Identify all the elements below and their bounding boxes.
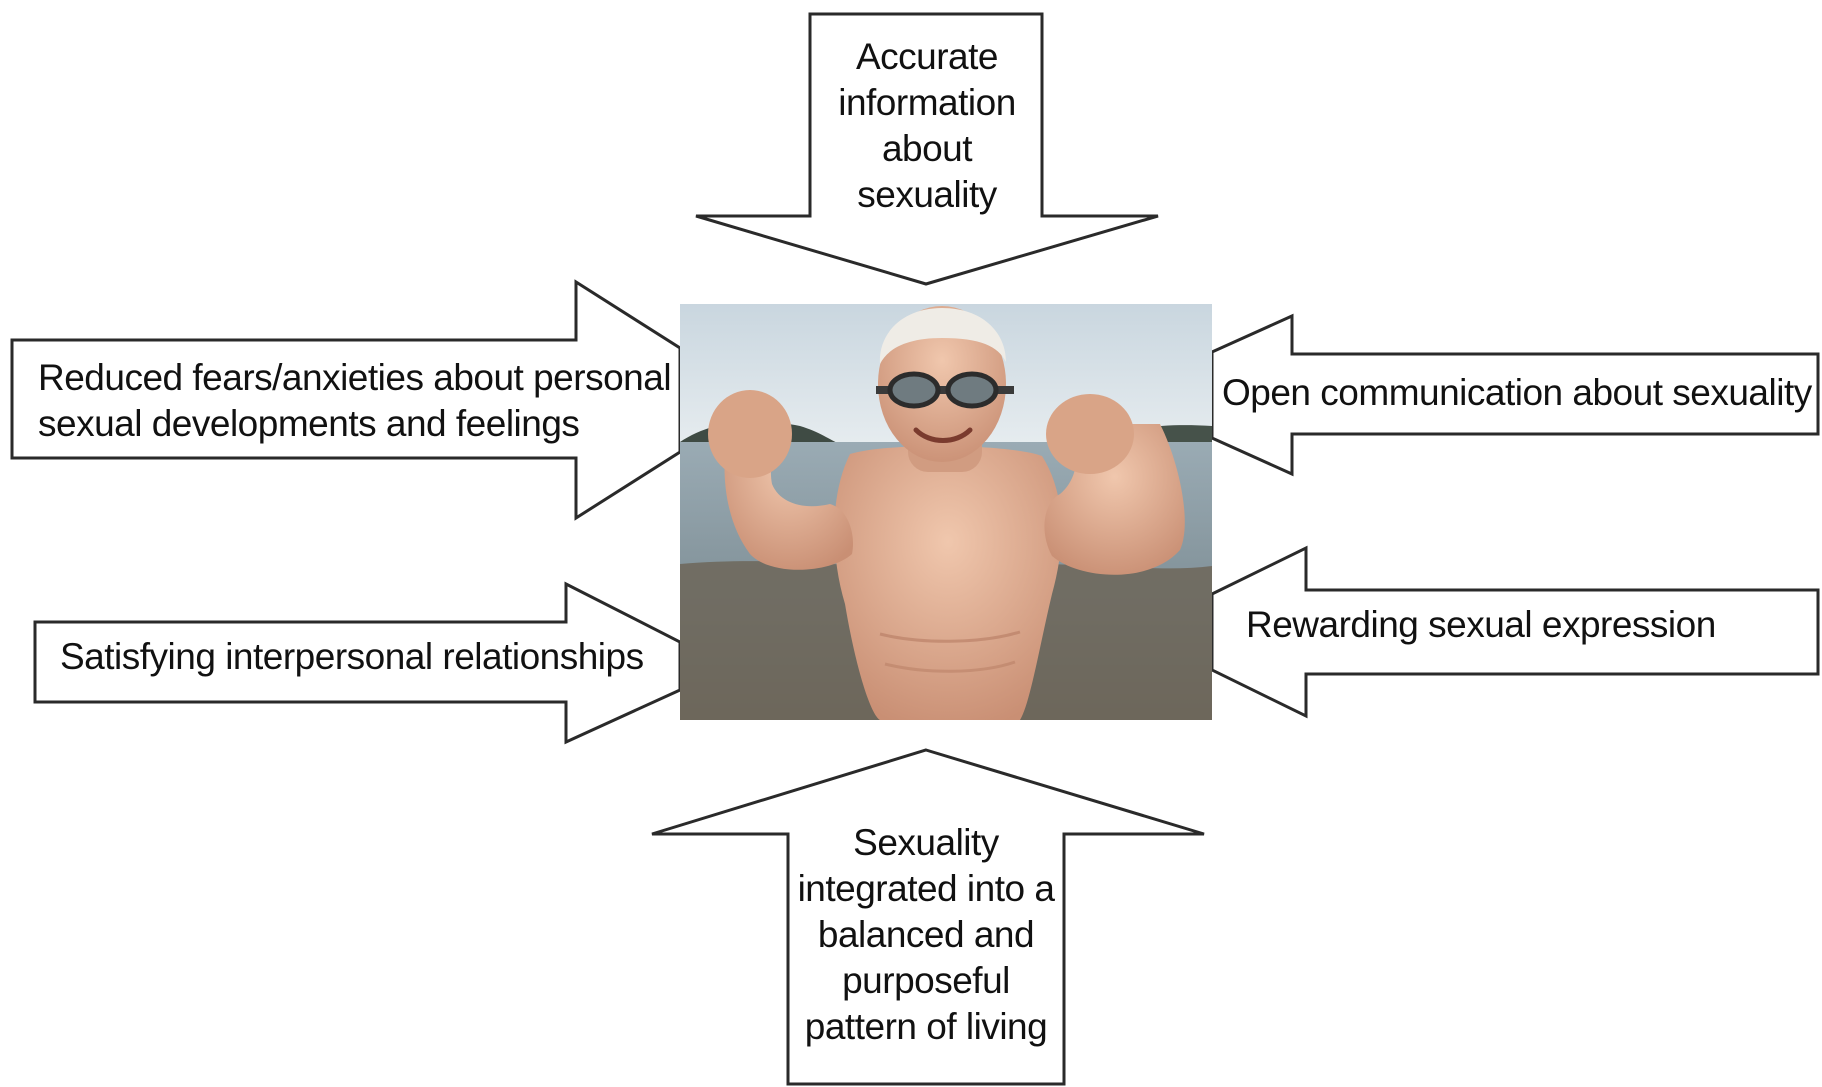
label-bottom-line: integrated into a	[797, 868, 1055, 909]
label-bottom-line: Sexuality	[853, 822, 999, 863]
label-right-upper-line: Open communication about sexuality	[1222, 372, 1812, 413]
photo-illustration	[680, 304, 1212, 720]
label-bottom: Sexuality integrated into a balanced and…	[776, 820, 1076, 1050]
label-top-line: information	[838, 82, 1016, 123]
center-photo	[680, 304, 1212, 720]
label-left-upper-line: Reduced fears/anxieties about personal	[38, 357, 672, 398]
label-left-upper: Reduced fears/anxieties about personal s…	[38, 355, 678, 447]
label-right-upper: Open communication about sexuality	[1222, 370, 1818, 416]
label-bottom-line: pattern of living	[804, 1006, 1048, 1047]
label-left-upper-line: sexual developments and feelings	[38, 403, 580, 444]
arrow-bottom	[651, 748, 1205, 1086]
label-right-lower: Rewarding sexual expression	[1246, 602, 1806, 648]
label-bottom-line: purposeful	[842, 960, 1010, 1001]
arrow-right-lower	[1210, 545, 1820, 719]
arrow-right-upper	[1210, 313, 1820, 477]
label-top-line: sexuality	[857, 174, 997, 215]
label-top-line: about	[881, 128, 973, 169]
label-left-lower: Satisfying interpersonal relationships	[60, 634, 660, 680]
label-bottom-line: balanced and	[817, 914, 1035, 955]
arrow-top	[695, 12, 1159, 286]
label-top: Accurate information about sexuality	[812, 34, 1042, 218]
label-left-lower-line: Satisfying interpersonal relationships	[60, 636, 644, 677]
label-right-lower-line: Rewarding sexual expression	[1246, 604, 1716, 645]
label-top-line: Accurate	[855, 36, 999, 77]
